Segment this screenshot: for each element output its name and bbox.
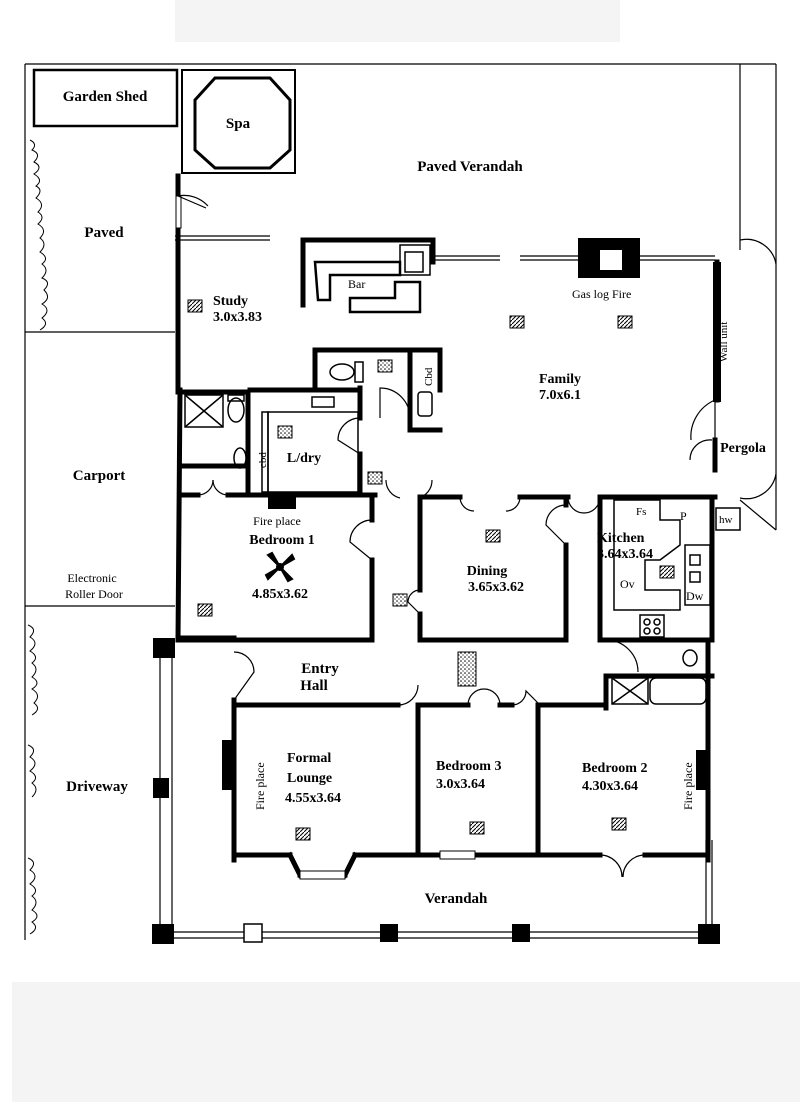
walls xyxy=(175,173,720,879)
label-pergola: Pergola xyxy=(720,441,766,456)
verandah-post-open xyxy=(243,923,263,943)
label-p: P xyxy=(680,509,687,523)
label-ldry: L/dry xyxy=(287,451,321,466)
label-fire-place-bedroom1: Fire place xyxy=(253,514,301,528)
top-blurred-region xyxy=(175,0,620,42)
label-kitchen: Kitchen xyxy=(597,531,645,546)
label-fire-place-bedroom2: Fire place xyxy=(681,762,695,810)
shrubs xyxy=(27,139,48,935)
label-fs: Fs xyxy=(636,506,646,518)
label-verandah: Verandah xyxy=(425,891,488,907)
label-cbd-ldry: cbd xyxy=(257,452,269,468)
boundary-lines xyxy=(24,63,777,940)
fire-places xyxy=(222,238,721,790)
label-bar: Bar xyxy=(348,277,365,291)
label-paved-verandah: Paved Verandah xyxy=(417,159,523,175)
label-kitchen-size: 3.64x3.64 xyxy=(597,547,653,562)
garden-shed-outline xyxy=(32,68,179,128)
label-paved: Paved xyxy=(84,225,124,241)
label-bedroom3-size: 3.0x3.64 xyxy=(436,777,485,792)
label-fire-place-lounge: Fire place xyxy=(253,762,267,810)
label-formal: Formal xyxy=(287,751,331,766)
windows xyxy=(175,195,476,880)
label-ov: Ov xyxy=(620,577,635,591)
label-roller-door: Roller Door xyxy=(65,587,123,601)
label-hw: hw xyxy=(719,514,733,526)
ceiling-fan-icon xyxy=(264,551,296,583)
label-wall-unit: Wall unit xyxy=(718,322,730,362)
label-dining-size: 3.65x3.62 xyxy=(468,580,524,595)
label-lounge: Lounge xyxy=(287,771,332,786)
bottom-blurred-region xyxy=(12,982,800,1102)
fixtures xyxy=(184,244,741,705)
label-study-size: 3.0x3.83 xyxy=(213,310,262,325)
label-study: Study xyxy=(213,294,248,309)
label-bedroom3: Bedroom 3 xyxy=(436,759,501,774)
label-entry: Entry xyxy=(301,661,339,677)
label-dw: Dw xyxy=(686,589,704,603)
verandah-posts xyxy=(152,638,720,944)
label-spa: Spa xyxy=(226,116,251,132)
label-garden-shed: Garden Shed xyxy=(63,89,148,105)
floor-markers xyxy=(187,299,675,841)
label-family-size: 7.0x6.1 xyxy=(539,388,581,403)
label-bedroom1: Bedroom 1 xyxy=(249,533,314,548)
label-cbd-top: Cbd xyxy=(423,367,435,386)
label-carport: Carport xyxy=(73,468,126,484)
label-family: Family xyxy=(539,372,581,387)
label-dining: Dining xyxy=(467,564,507,579)
label-driveway: Driveway xyxy=(66,779,128,795)
label-formal-lounge-size: 4.55x3.64 xyxy=(285,791,341,806)
label-bedroom1-size: 4.85x3.62 xyxy=(252,587,308,602)
room-labels: Garden Shed Spa Paved Verandah Paved Stu… xyxy=(63,89,766,907)
label-gas-log-fire: Gas log Fire xyxy=(572,287,631,301)
spa-tub xyxy=(193,76,292,170)
label-electronic: Electronic xyxy=(67,571,116,585)
label-hall: Hall xyxy=(300,678,328,694)
label-bedroom2: Bedroom 2 xyxy=(582,761,647,776)
door-swings xyxy=(177,194,777,878)
spa-frame xyxy=(181,69,296,174)
label-bedroom2-size: 4.30x3.64 xyxy=(582,779,638,794)
